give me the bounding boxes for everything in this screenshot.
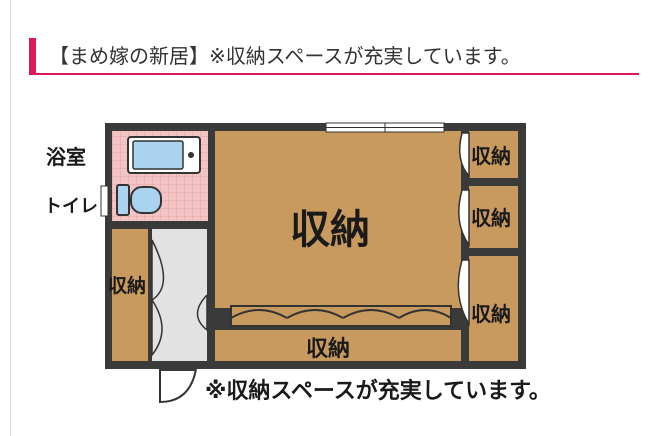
main-storage-room [215,131,461,308]
section-heading: 【まめ嫁の新居】※収納スペースが充実しています。 [29,38,639,76]
corridor-doors [151,239,208,358]
main-storage-label: 収納 [290,207,370,253]
right-storage-top [469,131,518,178]
left-storage-label: 収納 [108,274,146,297]
bath-faucet [188,152,194,158]
bottom-storage [215,330,461,361]
right-storage-mid [469,186,518,248]
toilet-label: トイレ [44,196,98,217]
closet-door-swings [457,132,470,327]
plan-caption: ※収納スペースが充実しています。 [205,378,551,404]
heading-accent-bar [29,38,36,73]
right-storage-bottom [469,256,518,361]
heading-underline [29,73,639,75]
bathtub-basin [132,140,184,170]
right-storage-top-label: 収納 [471,144,511,168]
right-storage-bottom-label: 収納 [471,302,511,326]
content-frame-border [10,0,11,436]
toilet-tank [116,184,130,216]
bottom-storage-label: 収納 [306,336,350,362]
entrance-door [159,367,197,404]
left-storage [112,229,148,361]
heading-title: 【まめ嫁の新居】※収納スペースが充実しています。 [49,44,521,68]
toilet-window [100,185,109,217]
toilet-bowl [130,186,162,214]
right-storage-mid-label: 収納 [471,206,511,230]
sliding-doors [230,305,452,327]
bathroom-label: 浴室 [46,145,86,169]
